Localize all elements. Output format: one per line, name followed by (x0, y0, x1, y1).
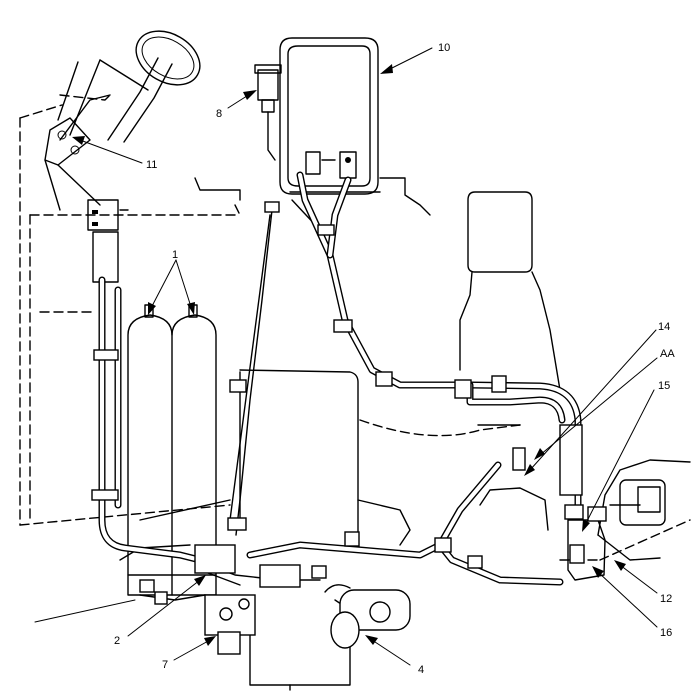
callout-8: 8 (216, 108, 222, 120)
callout-14: 14 (658, 321, 670, 333)
steering-column (44, 30, 201, 283)
callout-2: 2 (114, 635, 120, 647)
machine-outline (19, 94, 691, 691)
callout-7: 7 (162, 659, 168, 671)
cab-control-box (254, 37, 379, 195)
callout-12: 12 (660, 593, 672, 605)
callout-16: 16 (660, 627, 672, 639)
accumulator-tanks (127, 304, 217, 596)
leader-lines (34, 47, 658, 666)
fittings (91, 201, 607, 655)
callout-10: 10 (438, 42, 450, 54)
callout-4: 4 (418, 664, 424, 676)
callout-AA: AA (660, 348, 675, 360)
callout-1: 1 (172, 249, 178, 261)
callout-11: 11 (146, 159, 157, 171)
callout-15: 15 (658, 380, 670, 392)
callout-labels: 10 8 11 1 14 AA 15 12 16 2 7 4 (114, 42, 675, 676)
